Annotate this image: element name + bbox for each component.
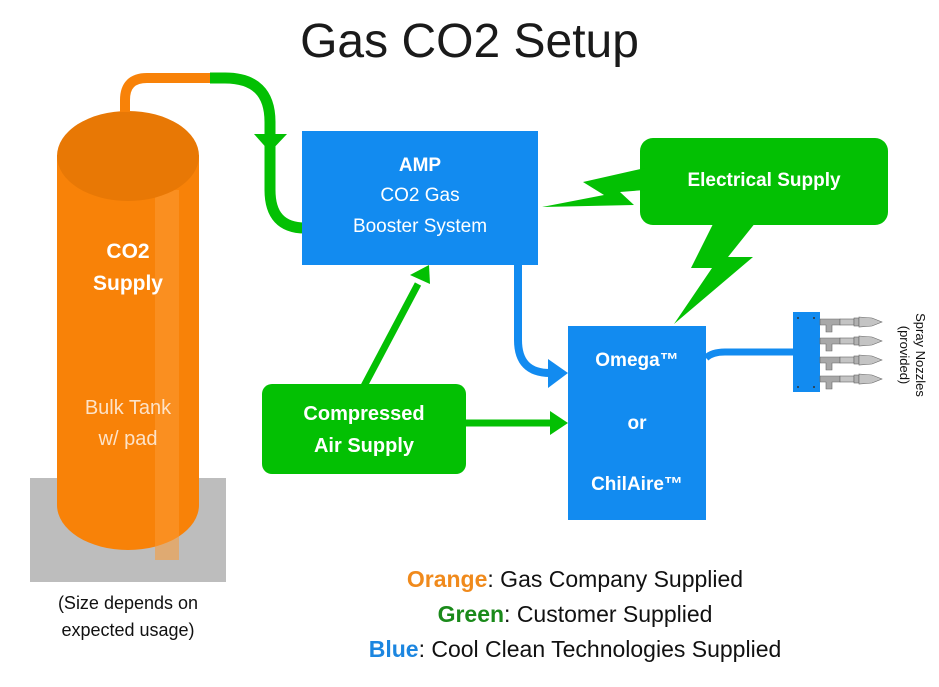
arrow-up-icon [410, 265, 430, 284]
manifold-bolt [797, 317, 799, 319]
amp-label-line3: Booster System [352, 216, 488, 237]
tank-highlight [155, 190, 179, 560]
electrical-supply-label: Electrical Supply [687, 170, 841, 191]
pipe-omega-to-nozzles [703, 348, 794, 361]
amp-label-line2: CO2 Gas [380, 185, 460, 206]
amp-label-title: AMP [398, 155, 442, 176]
page-title: Gas CO2 Setup [300, 15, 639, 68]
spray-nozzles-label-line2: (provided) [897, 325, 912, 385]
arrow-right-icon [550, 411, 568, 435]
compressed-air-label-2: Air Supply [313, 435, 414, 457]
bulk-tank-top [57, 111, 199, 201]
chilaire-label: ChilAire™ [591, 474, 683, 495]
compressed-air-box[interactable] [262, 384, 466, 474]
legend-text: : Gas Company Supplied [487, 566, 744, 592]
legend-text: : Cool Clean Technologies Supplied [418, 636, 782, 662]
pipe-green [210, 72, 306, 234]
legend-item-green: Green: Customer Supplied [300, 597, 850, 632]
spray-nozzles-label-line1: Spray Nozzles [913, 313, 928, 397]
electrical-supply-box[interactable] [640, 138, 888, 225]
pipe-air-to-amp [360, 282, 422, 388]
compressed-air-label-1: Compressed [303, 403, 425, 425]
lightning-to-amp-icon [542, 168, 645, 207]
tank-caption: (Size depends on expected usage) [30, 590, 226, 644]
spray-nozzle-icon [819, 316, 883, 333]
tank-label-bulk-tank: Bulk Tank [84, 397, 172, 419]
pipe-amp-to-omega [514, 265, 551, 377]
legend-key: Orange [406, 566, 488, 592]
spray-nozzles [819, 316, 883, 390]
tank-label-pad: w/ pad [98, 428, 158, 450]
spray-nozzles-label: Spray Nozzles (provided) [896, 300, 928, 410]
spray-nozzle-icon [819, 373, 883, 390]
manifold-bolt [797, 386, 799, 388]
spray-nozzle-icon [819, 335, 883, 352]
legend-text: : Customer Supplied [504, 601, 713, 627]
nozzle-manifold[interactable] [793, 312, 820, 392]
omega-or-label: or [627, 413, 647, 434]
legend-key: Blue [368, 636, 419, 662]
manifold-bolt [813, 386, 815, 388]
omega-label: Omega™ [595, 350, 679, 371]
tank-label-co2: CO2 [106, 240, 150, 263]
legend-item-orange: Orange: Gas Company Supplied [300, 562, 850, 597]
omega-chilaire-box[interactable] [568, 326, 706, 520]
tank-label-supply: Supply [92, 272, 163, 295]
lightning-to-omega-icon [674, 222, 756, 324]
color-legend: Orange: Gas Company Supplied Green: Cust… [300, 562, 850, 667]
tank-caption-line1: (Size depends on [57, 593, 199, 613]
spray-nozzle-icon [819, 354, 883, 371]
manifold-bolt [813, 317, 815, 319]
pipe-orange [120, 73, 210, 112]
arrow-down-icon [254, 134, 287, 152]
legend-item-blue: Blue: Cool Clean Technologies Supplied [300, 632, 850, 667]
arrow-right-icon [548, 359, 568, 388]
amp-box[interactable] [302, 131, 538, 265]
tank-caption-line2: expected usage) [61, 620, 195, 640]
legend-key: Green [437, 601, 505, 627]
